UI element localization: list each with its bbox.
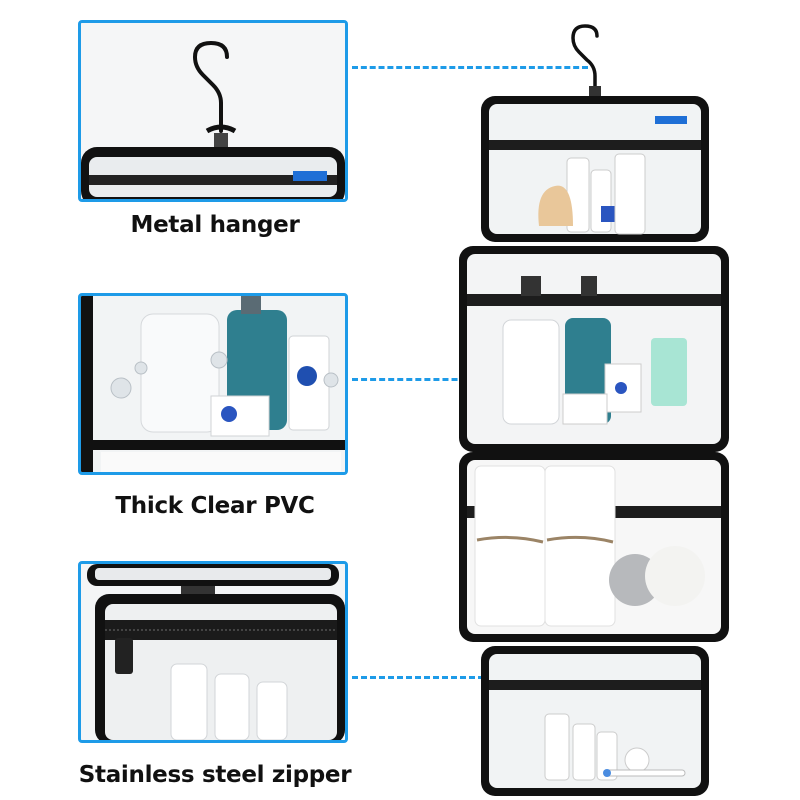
zipper-closeup-icon <box>81 564 345 740</box>
pvc-callout-frame <box>78 293 348 475</box>
pvc-closeup-icon <box>81 296 345 472</box>
hanger-connector-line <box>352 66 588 69</box>
hanger-caption: Metal hanger <box>130 212 300 238</box>
pvc-caption: Thick Clear PVC <box>115 493 315 519</box>
pvc-connector-line <box>352 378 548 381</box>
zipper-callout-frame <box>78 561 348 743</box>
hanger-callout-frame <box>78 20 348 202</box>
hanging-toiletry-bag-icon <box>455 20 735 796</box>
zipper-caption: Stainless steel zipper <box>78 762 352 788</box>
zipper-connector-line <box>352 676 502 679</box>
hanger-closeup-icon <box>81 23 345 199</box>
